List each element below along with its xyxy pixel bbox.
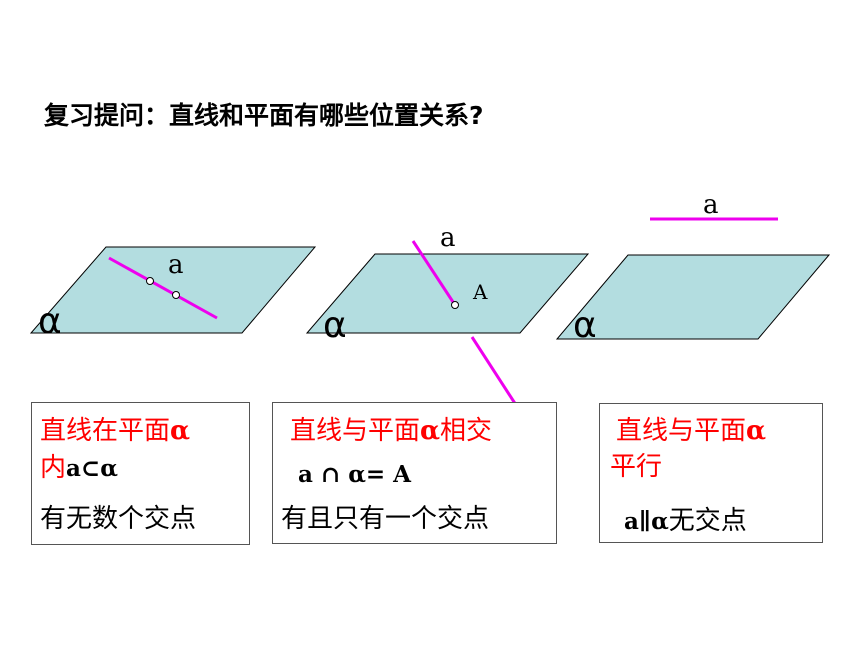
box-line-in-plane: 直线在平面α 内a⊂α 有无数个交点: [31, 402, 250, 545]
plane-label-2: α: [323, 305, 347, 346]
box-2-heading-alpha: α: [420, 416, 441, 446]
point-A-marker: [451, 301, 459, 309]
box-2-heading: 直线与平面α相交: [290, 410, 492, 447]
plane-label-3: α: [573, 305, 597, 346]
page-title: 复习提问：直线和平面有哪些位置关系?: [44, 101, 484, 130]
box-3-heading-alpha: α: [746, 416, 767, 446]
box-3-description: 无交点: [668, 506, 747, 536]
box-3-heading: 直线与平面α: [616, 410, 766, 447]
line-label-2: a: [440, 223, 456, 253]
plane-1: [29, 246, 317, 334]
line-a-1: [108, 256, 218, 320]
line-label-1: a: [168, 250, 184, 280]
line-a-2-upper: [411, 240, 457, 306]
box-2-heading-tail: 相交: [440, 416, 493, 446]
box-1-heading-text: 直线在平面: [40, 416, 171, 446]
box-1-description: 有无数个交点: [40, 504, 197, 534]
plane-3: [555, 254, 831, 340]
point-label-A: A: [472, 280, 488, 304]
box-3-relation: a∥α: [624, 508, 669, 535]
box-2-heading-text: 直线与平面: [290, 416, 421, 446]
box-2-description: 有且只有一个交点: [281, 504, 490, 534]
box-3-heading-tail: 平行: [610, 452, 663, 482]
box-line-parallel-plane: 直线与平面α 平行 a∥α无交点: [599, 403, 823, 543]
point-marker-1b: [172, 291, 180, 299]
box-1-heading-alpha: α: [170, 416, 191, 446]
box-3-description-row: a∥α无交点: [624, 500, 747, 537]
box-3-heading-text: 直线与平面: [616, 416, 747, 446]
box-1-heading-tail: 内: [40, 453, 67, 483]
box-1-relation-row: 内a⊂α: [40, 447, 118, 484]
figure-line-intersects-plane: a A α: [305, 223, 590, 406]
box-1-heading: 直线在平面α: [40, 410, 190, 447]
box-2-relation: a ∩ α= A: [298, 461, 412, 488]
plane-label-1: α: [38, 301, 62, 342]
point-marker-1a: [146, 277, 154, 285]
figure-line-parallel-plane: a α: [555, 190, 831, 346]
line-label-3: a: [703, 190, 719, 220]
box-1-relation: a⊂α: [66, 455, 118, 482]
line-a-2-lower: [470, 336, 518, 406]
figure-line-in-plane: a α: [29, 246, 317, 342]
box-line-intersects-plane: 直线与平面α相交 a ∩ α= A 有且只有一个交点: [272, 402, 557, 544]
